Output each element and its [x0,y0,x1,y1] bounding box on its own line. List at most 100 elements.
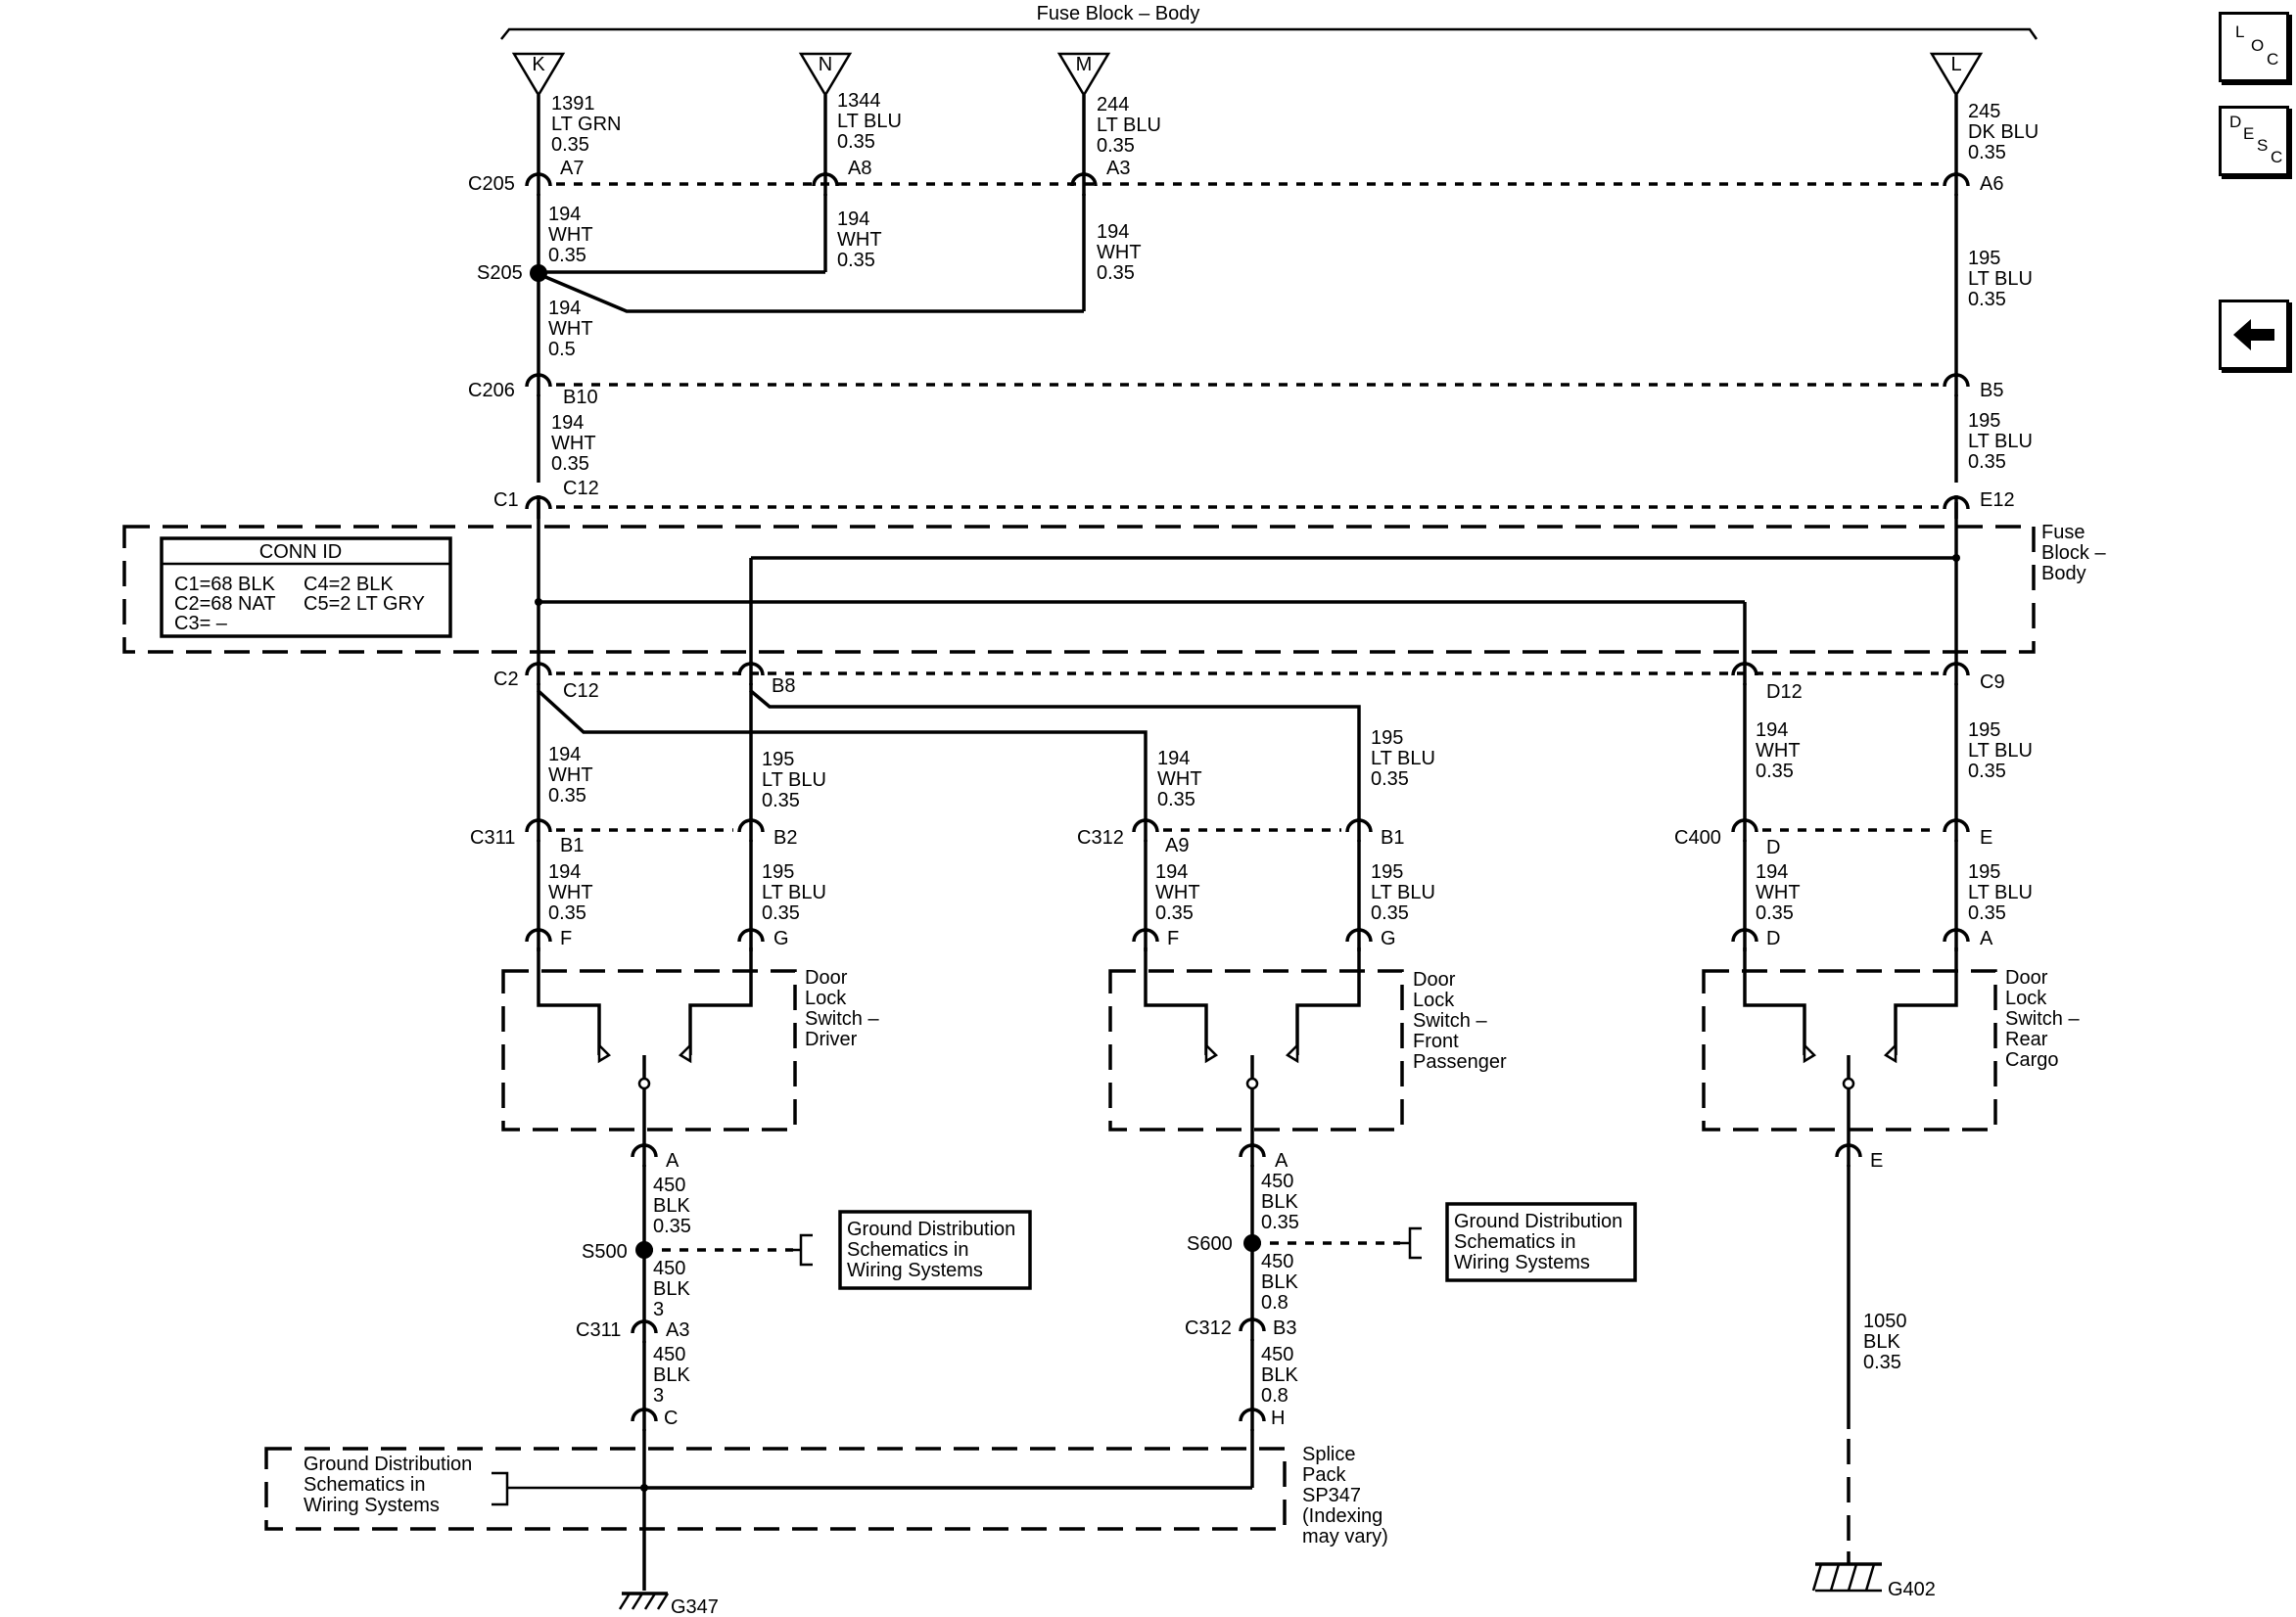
svg-text:194: 194 [837,208,869,230]
terminal-l: L [1929,52,1984,98]
svg-text:K: K [532,54,545,75]
svg-text:G: G [773,928,789,949]
svg-text:194: 194 [548,744,581,765]
svg-text:B5: B5 [1980,380,2003,401]
svg-text:G347: G347 [671,1596,719,1617]
svg-text:LT BLU: LT BLU [1968,431,2033,452]
splice-s600-label: S600 [1187,1233,1233,1255]
ground-distribution-ref-2[interactable]: Ground Distribution Schematics in Wiring… [1400,1202,1637,1282]
svg-text:H: H [1271,1408,1285,1429]
svg-text:D: D [1766,837,1780,858]
svg-text:BLK: BLK [653,1278,690,1300]
svg-text:195: 195 [1371,727,1403,749]
svg-text:194: 194 [1756,719,1788,741]
svg-text:Switch –: Switch – [805,1008,879,1030]
svg-text:WHT: WHT [548,224,593,246]
svg-text:0.5: 0.5 [548,339,576,360]
svg-text:Block –: Block – [2041,542,2106,564]
svg-text:195: 195 [1371,861,1403,883]
svg-text:0.35: 0.35 [1371,902,1409,924]
svg-text:B1: B1 [560,835,584,856]
splice-pack-sp347: Splice Pack SP347 (Indexing may vary) [264,1444,1388,1548]
svg-text:Ground Distribution: Ground Distribution [1454,1211,1622,1232]
conn-id-title: CONN ID [259,541,342,563]
description-button[interactable]: D E S C [2219,106,2289,176]
svg-text:0.35: 0.35 [1155,902,1194,924]
svg-text:0.8: 0.8 [1261,1385,1289,1407]
svg-text:E12: E12 [1980,489,2015,511]
svg-text:WHT: WHT [1155,882,1200,903]
svg-text:Front: Front [1413,1031,1459,1052]
terminal-k: K [511,52,566,98]
svg-text:C2: C2 [493,669,519,690]
svg-text:C: C [664,1408,678,1429]
svg-text:M: M [1076,54,1093,75]
svg-text:A3: A3 [666,1319,689,1341]
svg-text:Door: Door [2005,967,2048,989]
svg-text:0.35: 0.35 [1968,761,2006,782]
svg-text:G402: G402 [1888,1579,1936,1600]
svg-text:B2: B2 [773,827,797,849]
svg-text:LT BLU: LT BLU [1968,882,2033,903]
svg-text:0.35: 0.35 [653,1216,691,1237]
wire-labels: 1391 LT GRN 0.35 1344 LT BLU 0.35 244 LT… [548,90,2038,1407]
svg-text:B3: B3 [1273,1317,1296,1339]
svg-text:A7: A7 [560,158,584,179]
svg-text:Lock: Lock [805,988,847,1009]
svg-text:450: 450 [1261,1344,1293,1365]
svg-text:C3= –: C3= – [174,613,228,634]
svg-text:LT BLU: LT BLU [1097,115,1161,136]
svg-text:194: 194 [1157,748,1190,769]
svg-text:BLK: BLK [1261,1191,1298,1213]
wire-1391-num: 1391 [551,93,595,115]
svg-text:BLK: BLK [653,1364,690,1386]
svg-text:WHT: WHT [548,318,593,340]
svg-text:0.35: 0.35 [837,131,875,153]
svg-text:LT BLU: LT BLU [762,882,826,903]
svg-text:0.35: 0.35 [1968,289,2006,310]
svg-text:A8: A8 [848,158,871,179]
svg-text:Schematics in: Schematics in [847,1239,969,1261]
location-button[interactable]: L O C [2219,12,2289,82]
svg-text:Wiring Systems: Wiring Systems [1454,1252,1590,1273]
back-button[interactable] [2219,300,2289,370]
svg-text:B8: B8 [772,675,795,697]
svg-text:194: 194 [548,298,581,319]
svg-text:BLK: BLK [1261,1271,1298,1293]
ground-distribution-ref-3[interactable]: Ground Distribution Schematics in Wiring… [304,1454,644,1516]
svg-text:Schematics in: Schematics in [1454,1231,1576,1253]
terminal-n: N [798,52,853,98]
svg-text:Switch –: Switch – [1413,1010,1487,1032]
svg-text:BLK: BLK [653,1195,690,1217]
svg-text:0.35: 0.35 [548,785,586,807]
svg-text:C2=68 NAT: C2=68 NAT [174,593,276,615]
svg-text:A6: A6 [1980,173,2003,195]
svg-text:0.35: 0.35 [548,245,586,266]
connector-arcs [525,172,1970,1431]
svg-text:C1: C1 [493,489,519,511]
ground-distribution-ref-1[interactable]: Ground Distribution Schematics in Wiring… [793,1210,1032,1290]
svg-text:WHT: WHT [548,764,593,786]
svg-text:BLK: BLK [1863,1331,1900,1353]
svg-text:B10: B10 [563,387,598,408]
svg-text:DK BLU: DK BLU [1968,121,2038,143]
svg-text:Ground Distribution: Ground Distribution [847,1219,1015,1240]
svg-text:Wiring Systems: Wiring Systems [847,1260,983,1281]
svg-text:Passenger: Passenger [1413,1051,1507,1073]
svg-text:A: A [1275,1150,1289,1172]
splice-s205-dot [530,264,547,282]
ground-g402: G402 [1811,1551,1936,1600]
svg-text:195: 195 [1968,248,2000,269]
svg-text:WHT: WHT [1756,882,1801,903]
svg-text:0.35: 0.35 [1863,1352,1901,1373]
svg-text:G: G [1381,928,1396,949]
conn-id-table: CONN ID C1=68 BLK C2=68 NAT C3= – C4=2 B… [160,536,452,638]
svg-text:0.35: 0.35 [837,250,875,271]
svg-text:0.35: 0.35 [548,902,586,924]
svg-text:A: A [666,1150,679,1172]
svg-text:3: 3 [653,1299,664,1320]
svg-text:Rear: Rear [2005,1029,2048,1050]
svg-text:0.8: 0.8 [1261,1292,1289,1314]
svg-text:LT BLU: LT BLU [1371,748,1435,769]
svg-text:(Indexing: (Indexing [1302,1505,1382,1527]
